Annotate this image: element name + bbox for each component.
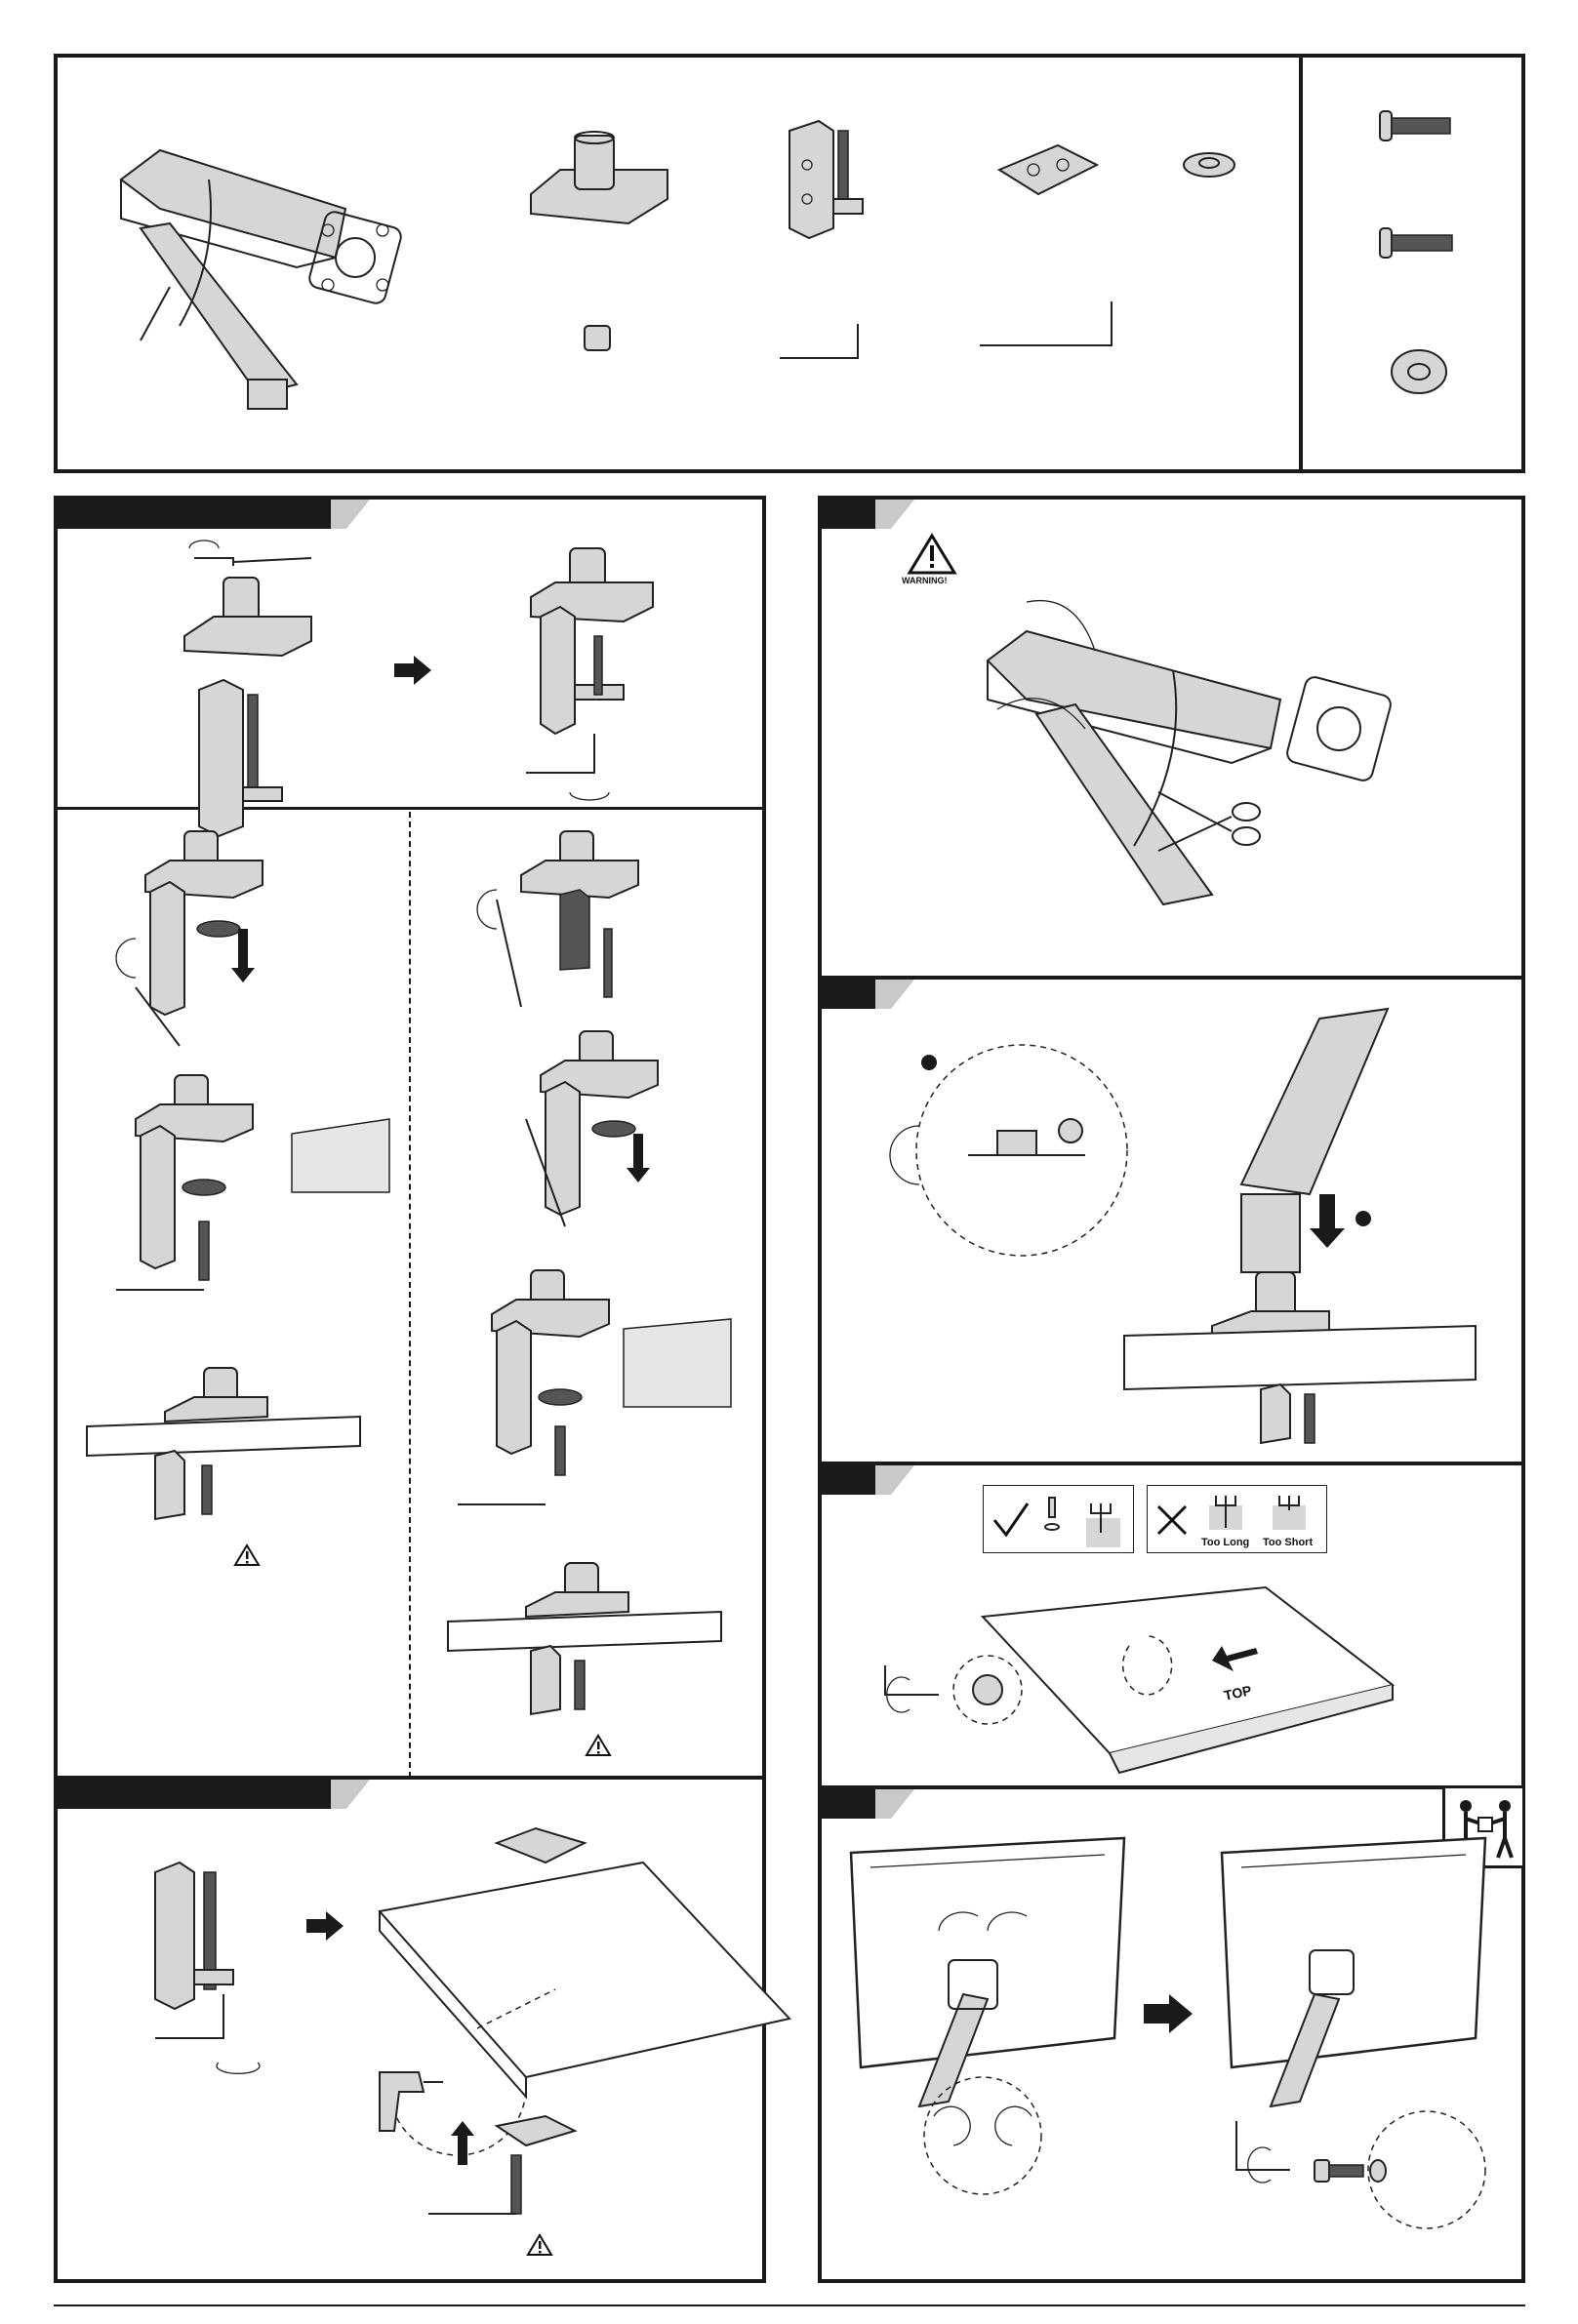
hardware-column-divider: [1299, 58, 1303, 469]
scissors-icon: [1153, 782, 1271, 861]
round-washer-part: [1180, 145, 1238, 184]
flat-washer-part: [1385, 342, 1453, 401]
step-header-tail: [331, 1780, 370, 1809]
incorrect-screw-box: Too Long Too Short: [1147, 1485, 1327, 1553]
base-plate-part: [521, 126, 677, 233]
drill-icon: [370, 2063, 448, 2150]
correct-screw-box: [983, 1485, 1134, 1553]
grommet-installation-panel: [54, 1776, 766, 2283]
parts-list-panel: [54, 54, 1525, 473]
c-clamp-part: [780, 111, 877, 238]
large-allen-key-part: [975, 297, 1131, 355]
clamp-option-b-step1: [467, 821, 663, 1017]
monitor-arm-part: [101, 140, 433, 394]
vesa-screw-panel: Too Long Too Short TOP: [818, 1462, 1525, 1818]
hex-bolt-part: [575, 321, 624, 360]
warning-label: WARNING!: [902, 576, 948, 585]
attach-monitor-panel: [818, 1785, 1525, 2283]
clamp-option-a-result: [87, 1358, 380, 1524]
arrow-right-icon: [1144, 1994, 1193, 2033]
warning-triangle-icon: [585, 1734, 612, 1757]
screw-install-detail: [880, 1636, 1046, 1753]
step-header-tail: [875, 1789, 914, 1819]
screw-too-long-icon: [1201, 1491, 1250, 1530]
step-header-bar: [822, 980, 880, 1009]
screw-m4-part: [1375, 106, 1463, 145]
clamp-option-a-step2: [97, 1065, 389, 1300]
step-header-tail: [331, 500, 370, 529]
step-header-bar: [58, 500, 336, 529]
too-short-label: Too Short: [1263, 1537, 1313, 1548]
option-divider: [409, 812, 411, 1778]
monitor-screw-zoom: [910, 2072, 1056, 2199]
screw-fit-icon: [1076, 1494, 1125, 1547]
grommet-plate-part: [990, 140, 1107, 209]
small-allen-key-part: [775, 319, 882, 368]
attach-arm-panel: [818, 976, 1525, 1468]
grommet-clamp-figure: [145, 1853, 292, 2067]
screw-too-short-icon: [1265, 1491, 1314, 1530]
assembled-clamp-figure: [516, 539, 692, 812]
clamp-option-b-step3: [438, 1261, 731, 1514]
clamp-option-b-result: [448, 1553, 741, 1719]
step-header-bar: [822, 500, 880, 529]
warning-triangle-icon: [908, 534, 956, 575]
step-header-bar: [58, 1780, 336, 1809]
clamp-assembly-figure: [165, 539, 360, 812]
step-header-tail: [875, 980, 914, 1009]
arm-on-desk-figure: [1085, 999, 1456, 1409]
step-header-bar: [822, 1789, 880, 1819]
step-header-bar: [822, 1465, 880, 1495]
clamp-option-a-step1: [97, 821, 292, 1046]
clamp-option-b-step2: [487, 1022, 682, 1236]
step-header-tail: [875, 500, 914, 529]
arrow-right-icon: [394, 656, 433, 685]
grommet-desk-figure: [321, 1823, 731, 2243]
monitor-attached-figure: [1212, 1833, 1495, 2126]
screw-washer-icon: [1042, 1496, 1062, 1544]
cut-cable-tie-panel: WARNING!: [818, 496, 1525, 983]
step-header-tail: [875, 1465, 914, 1495]
warning-triangle-icon: [233, 1543, 261, 1567]
warning-triangle-icon: [526, 2233, 553, 2257]
cross-mark-icon: [1155, 1503, 1189, 1537]
too-long-label: Too Long: [1201, 1537, 1249, 1548]
screw-m5-part: [1375, 223, 1463, 262]
page-bottom-rule: [54, 2304, 1525, 2306]
clamp-installation-panel: [54, 496, 766, 1783]
check-mark-icon: [991, 1501, 1031, 1540]
monitor-bolt-detail: [1232, 2111, 1495, 2238]
